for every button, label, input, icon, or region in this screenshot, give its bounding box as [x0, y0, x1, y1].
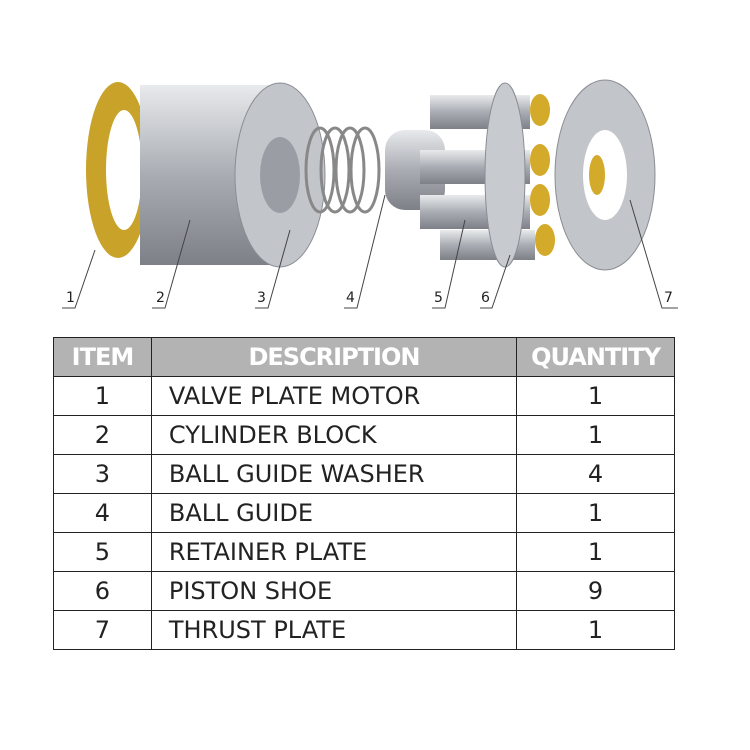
header-quantity: QUANTITY [516, 337, 675, 377]
callout-6: 6 [481, 290, 490, 306]
description-cell: BALL GUIDE [150, 493, 518, 533]
callout-4: 4 [346, 290, 355, 306]
item-cell: 5 [53, 532, 152, 572]
callout-5: 5 [434, 290, 443, 306]
callout-7: 7 [664, 290, 673, 306]
cylinder-block [140, 82, 326, 268]
leader-lines [62, 194, 678, 309]
description-cell: CYLINDER BLOCK [150, 415, 518, 455]
piston-shoes [530, 94, 555, 256]
quantity-cell: 1 [516, 610, 675, 650]
item-cell: 6 [53, 571, 152, 611]
quantity-cell: 1 [516, 532, 675, 572]
header-description: DESCRIPTION [150, 337, 518, 377]
description-cell: BALL GUIDE WASHER [150, 454, 518, 494]
item-cell: 3 [53, 454, 152, 494]
quantity-cell: 1 [516, 493, 675, 533]
item-cell: 7 [53, 610, 152, 650]
thrust-plate [554, 79, 656, 271]
item-cell: 1 [53, 376, 152, 416]
quantity-cell: 1 [516, 415, 675, 455]
ball-guide-washer-spring [304, 126, 381, 214]
description-cell: THRUST PLATE [150, 610, 518, 650]
quantity-cell: 1 [516, 376, 675, 416]
callout-2: 2 [156, 290, 165, 306]
table-header: ITEM DESCRIPTION QUANTITY [53, 337, 675, 377]
callout-3: 3 [257, 290, 266, 306]
header-item: ITEM [53, 337, 152, 377]
item-cell: 2 [53, 415, 152, 455]
description-cell: PISTON SHOE [150, 571, 518, 611]
valve-plate-motor [86, 82, 150, 258]
retainer-plate [484, 82, 526, 268]
quantity-cell: 9 [516, 571, 675, 611]
exploded-parts-illustration [62, 79, 678, 309]
item-cell: 4 [53, 493, 152, 533]
description-cell: VALVE PLATE MOTOR [150, 376, 518, 416]
quantity-cell: 4 [516, 454, 675, 494]
callout-1: 1 [66, 290, 75, 306]
description-cell: RETAINER PLATE [150, 532, 518, 572]
